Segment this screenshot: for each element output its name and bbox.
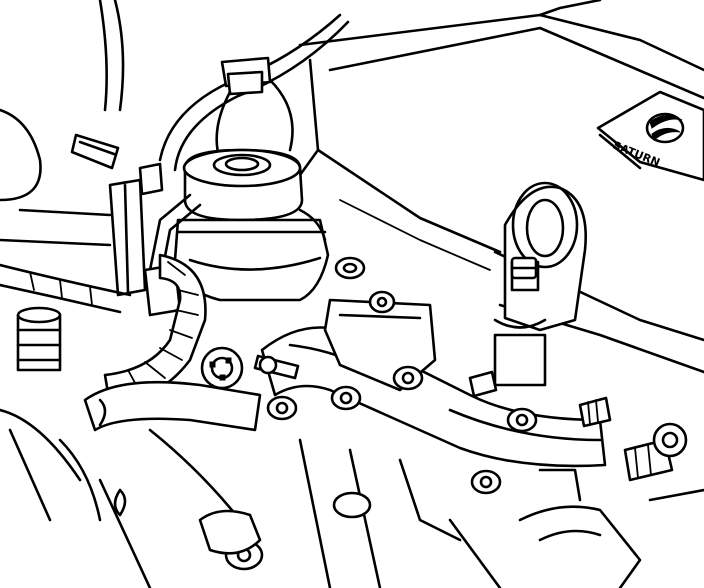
sensor-connector xyxy=(200,346,244,390)
lower-engine-block xyxy=(0,408,704,588)
bolt-stud-left xyxy=(253,354,300,380)
nut-center-upper xyxy=(368,290,396,314)
nut-lower xyxy=(470,469,502,495)
upper-left-hose xyxy=(0,108,112,247)
nut-pipe-1 xyxy=(392,365,424,391)
wiring-harness-top xyxy=(98,0,350,172)
cylindrical-connector xyxy=(16,306,62,372)
harness-clip-left xyxy=(70,133,120,170)
right-fittings xyxy=(468,370,688,502)
nameplate: SATURN xyxy=(596,90,704,182)
loom-clip xyxy=(138,162,164,196)
left-bracket xyxy=(108,178,182,317)
nut-left xyxy=(266,395,298,421)
egr-valve-assembly xyxy=(173,148,330,302)
left-harness-bundle xyxy=(0,263,132,314)
ignition-coil-boot xyxy=(493,181,587,387)
nut-pipe-2 xyxy=(330,385,362,411)
nut-pipe-3 xyxy=(506,407,538,433)
bolt-top-right xyxy=(510,256,538,280)
bolt-stud-center xyxy=(334,256,366,280)
lower-left-hose xyxy=(83,380,262,432)
